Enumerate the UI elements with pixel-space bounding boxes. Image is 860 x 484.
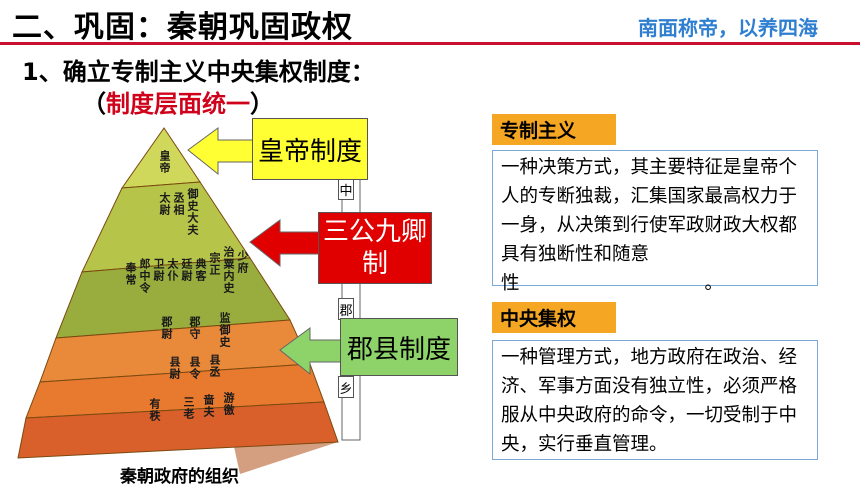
tier-label: 游徼 xyxy=(222,392,235,416)
subheading-close: ） xyxy=(250,90,274,118)
side-label-central: 中 xyxy=(338,178,354,200)
pyramid-caption: 秦朝政府的组织 xyxy=(120,467,239,484)
tier-label: 治粟内史 xyxy=(222,246,235,294)
callout-ministers-line2: 制 xyxy=(361,249,388,279)
tier-label: 啬夫 xyxy=(202,394,215,418)
concept-tag-autocracy: 专制主义 xyxy=(492,114,616,145)
tier-label: 廷尉 xyxy=(180,258,193,282)
arrow-ministers-icon xyxy=(249,219,321,268)
tier-label: 县令 xyxy=(188,356,201,380)
slide-title: 二、巩固：秦朝巩固政权 xyxy=(12,10,353,45)
subheading-emphasis: 制度层面统一 xyxy=(106,90,250,118)
tier-label: 监御史 xyxy=(218,312,231,348)
tier-label: 县丞 xyxy=(208,354,221,378)
side-label-commandery: 郡 xyxy=(338,298,354,320)
tier-label: 少府 xyxy=(236,250,249,274)
section-heading: 1、确立专制主义中央集权制度： xyxy=(22,58,375,86)
title-underline xyxy=(0,42,860,45)
tier-label: 宗正 xyxy=(208,252,221,276)
tier-label: 郡守 xyxy=(188,316,201,340)
concept-desc-centralization: 一种管理方式，地方政府在政治、经济、军事方面没有独立性，必须严格服从中央政府的命… xyxy=(492,340,818,460)
tier-label: 皇帝 xyxy=(158,150,171,174)
section-subheading: （制度层面统一） xyxy=(82,84,274,119)
tier-label: 郡尉 xyxy=(160,316,173,340)
side-label-township: 乡 xyxy=(338,376,354,398)
tier-label: 卫尉 xyxy=(152,258,165,282)
tier-label: 三老 xyxy=(182,396,195,420)
tier-label: 县尉 xyxy=(168,356,181,380)
callout-ministers-system: 三公九卿 制 xyxy=(318,212,432,284)
tier-label: 御史大夫 xyxy=(186,188,199,236)
tier-label: 丞相 xyxy=(172,192,185,216)
tier-label: 郎中令 xyxy=(138,258,151,294)
subheading-open: （ xyxy=(82,90,106,118)
pyramid-graphic xyxy=(17,127,361,474)
arrow-emperor-icon xyxy=(187,127,257,176)
tier-label: 太尉 xyxy=(158,192,171,216)
concept-tag-centralization: 中央集权 xyxy=(492,302,616,333)
tier-label: 太仆 xyxy=(166,258,179,282)
pyramid-tier-6 xyxy=(17,401,339,459)
tier-label: 有秩 xyxy=(148,398,161,422)
callout-county-system: 郡县制度 xyxy=(340,318,458,376)
pyramid-diagram: 皇帝 太尉 丞相 御史大夫 奉常 郎中令 卫尉 太仆 廷尉 典客 宗正 治粟内史… xyxy=(4,112,460,484)
tier-label: 典客 xyxy=(194,258,207,282)
concept-desc-autocracy: 一种决策方式，其主要特征是皇帝个人的专断独裁，汇集国家最高权力于一身，从决策到行… xyxy=(492,150,818,294)
callout-ministers-line1: 三公九卿 xyxy=(322,217,427,247)
callout-emperor-system: 皇帝制度 xyxy=(252,118,368,180)
tier-label: 奉常 xyxy=(124,262,137,286)
slogan: 南面称帝，以养四海 xyxy=(638,16,818,40)
